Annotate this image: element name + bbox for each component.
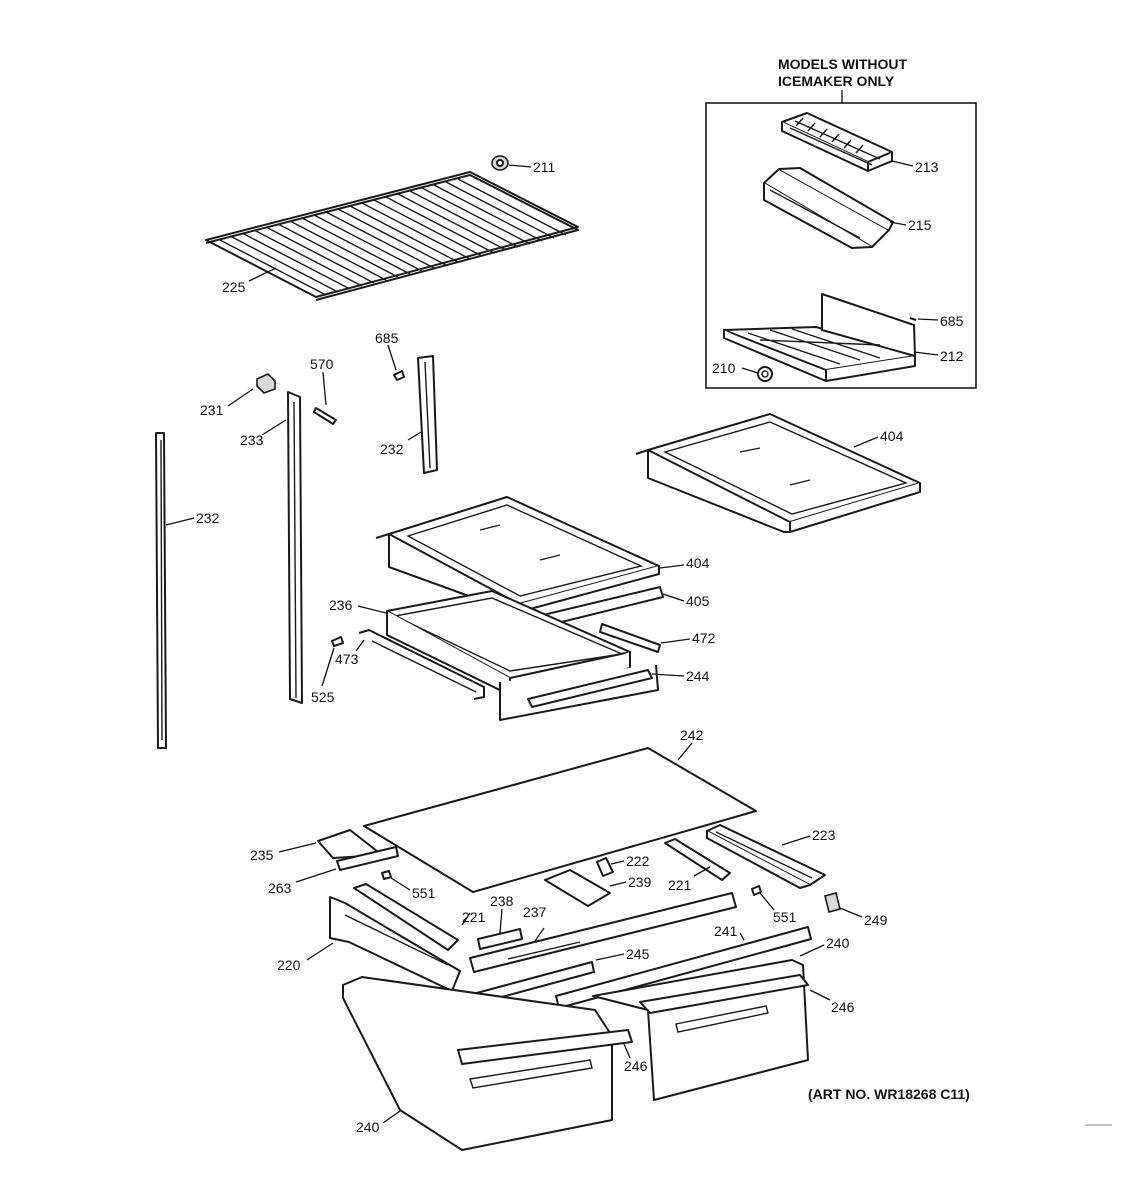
front-frame-237 <box>469 892 737 973</box>
shelf-rail-233 <box>287 391 303 704</box>
callout-551-left: 551 <box>412 885 436 901</box>
callout-685: 685 <box>375 330 399 346</box>
rail-223 <box>706 824 826 889</box>
callout-240-right: 240 <box>826 935 850 951</box>
part-238 <box>477 928 523 950</box>
screw-685 <box>393 370 405 381</box>
glass-cover-242 <box>363 747 757 893</box>
callout-238: 238 <box>490 893 514 909</box>
meat-pan-assembly <box>358 590 659 721</box>
support-263 <box>336 846 399 871</box>
callout-263: 263 <box>268 880 292 896</box>
shelf-rail-232-left <box>155 432 167 749</box>
rail-221-left <box>353 883 459 951</box>
ice-tray-rack <box>723 293 916 382</box>
callout-210: 210 <box>712 360 736 376</box>
callout-525: 525 <box>311 689 335 705</box>
cover-244 <box>527 669 653 708</box>
ice-tray <box>781 112 893 172</box>
callout-233: 233 <box>240 432 264 448</box>
callout-239: 239 <box>628 874 652 890</box>
callout-221-left: 221 <box>462 909 486 925</box>
inset-frame <box>705 102 977 389</box>
clip-231 <box>256 373 276 394</box>
bracket-239 <box>544 869 611 907</box>
screw-551-right <box>751 885 762 896</box>
callout-223: 223 <box>812 827 836 843</box>
callout-232-center: 232 <box>380 441 404 457</box>
icemaker-inset: MODELS WITHOUT ICEMAKER ONLY <box>705 56 977 389</box>
screw-525 <box>331 636 344 647</box>
inset-heading-line2: ICEMAKER ONLY <box>778 73 895 89</box>
art-number: (ART NO. WR18268 C11) <box>808 1086 970 1102</box>
callout-220: 220 <box>277 957 301 973</box>
callout-240-left: 240 <box>356 1119 380 1135</box>
callout-551-right: 551 <box>773 909 797 925</box>
callout-211: 211 <box>533 159 556 175</box>
callout-241: 241 <box>714 923 738 939</box>
part-222 <box>596 857 614 877</box>
callout-246-right: 246 <box>831 999 855 1015</box>
ice-bin <box>763 167 894 249</box>
callout-215: 215 <box>908 217 932 233</box>
callout-225: 225 <box>222 279 246 295</box>
callout-232-left: 232 <box>196 510 220 526</box>
callout-212: 212 <box>940 348 964 364</box>
callout-249: 249 <box>864 912 888 928</box>
callout-221-right: 221 <box>668 877 692 893</box>
wire-shelf <box>205 171 579 301</box>
crisper-drawer-right <box>592 959 809 1101</box>
bushing-210 <box>757 366 773 382</box>
glass-shelf-middle <box>375 496 660 613</box>
clip-249 <box>824 892 841 913</box>
screw-551-left <box>381 870 392 880</box>
inset-heading-line1: MODELS WITHOUT <box>778 56 908 72</box>
callout-213: 213 <box>915 159 939 175</box>
callout-231: 231 <box>200 402 224 418</box>
callout-570: 570 <box>310 356 334 372</box>
callout-242: 242 <box>680 727 704 743</box>
callout-244: 244 <box>686 668 710 684</box>
callout-245: 245 <box>626 946 650 962</box>
callout-222: 222 <box>626 853 650 869</box>
inset-screw <box>909 317 917 321</box>
callout-404-middle: 404 <box>686 555 710 571</box>
screw-570 <box>313 407 337 425</box>
callout-405: 405 <box>686 593 710 609</box>
shelf-cap <box>491 155 509 171</box>
callout-236: 236 <box>329 597 353 613</box>
shelf-rail-232-center <box>417 355 438 474</box>
rail-221-right <box>664 838 731 881</box>
callout-246-left: 246 <box>624 1058 648 1074</box>
rail-472 <box>599 623 661 653</box>
callout-472: 472 <box>692 630 716 646</box>
crisper-drawer-left <box>342 976 633 1151</box>
callout-685-inset: 685 <box>940 313 964 329</box>
callout-473: 473 <box>335 651 359 667</box>
callout-237: 237 <box>523 904 547 920</box>
glass-shelf-upper <box>635 413 921 533</box>
callout-404-upper: 404 <box>880 428 904 444</box>
callout-235: 235 <box>250 847 274 863</box>
